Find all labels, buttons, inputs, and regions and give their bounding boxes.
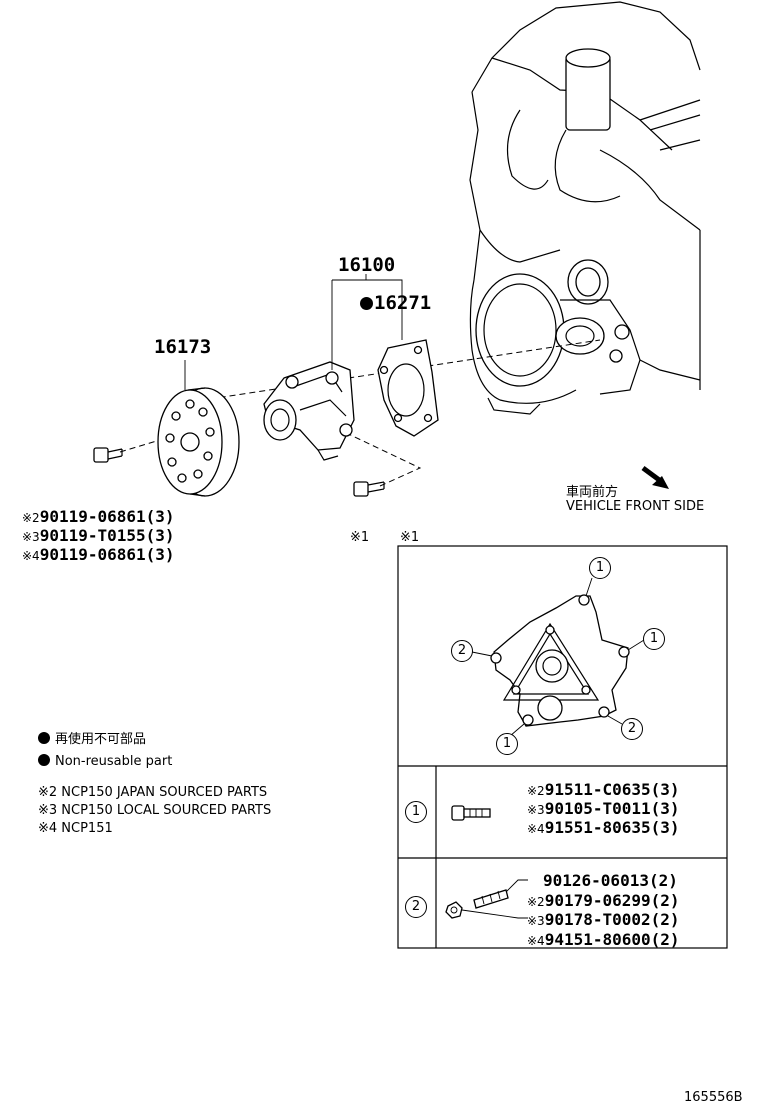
applicability-mark: ※2 <box>22 511 40 525</box>
bolt-centerline <box>119 439 161 453</box>
pulley-bolt-illustration <box>93 447 123 463</box>
applicability-mark: ※3 <box>527 914 545 928</box>
pulley-bolt-list: ※290119-06861(3) ※390119-T0155(3) ※49011… <box>22 508 175 565</box>
pulley-bolt-item[interactable]: ※390119-T0155(3) <box>22 527 175 546</box>
front-direction-arrow-icon <box>641 465 669 489</box>
marker-circle: 2 <box>451 640 473 662</box>
part-number: 90126-06013(2) <box>543 871 678 890</box>
callout-16271-label: 16271 <box>374 292 432 314</box>
nonreusable-dot-icon <box>38 732 50 744</box>
marker-circle: 2 <box>621 718 643 740</box>
row1-part-item[interactable]: ※291511-C0635(3) <box>527 781 680 800</box>
part-number: 91511-C0635(3) <box>544 780 680 799</box>
engine-block-illustration <box>469 1 701 415</box>
bolt2-centerline <box>339 429 422 487</box>
row2-leader-stud <box>505 879 528 893</box>
legend: 再使用不可部品 Non-reusable part <box>38 728 172 772</box>
legend-text: 再使用不可部品 <box>55 732 147 747</box>
pulley-bolt-item[interactable]: ※290119-06861(3) <box>22 508 175 527</box>
applicability-mark: ※4 <box>527 822 545 836</box>
figure-id: 165556B <box>684 1090 743 1105</box>
row2-part-item[interactable]: ※290179-06299(2) <box>527 890 680 912</box>
row2-part-item[interactable]: ※494151-80600(2) <box>527 929 680 951</box>
applicability-mark: ※2 <box>527 894 545 909</box>
direction-label-en: VEHICLE FRONT SIDE <box>566 499 705 514</box>
part-number: 90119-06861(3) <box>39 545 175 564</box>
row1-bolt-illustration <box>451 805 491 821</box>
gasket-illustration <box>377 339 439 437</box>
callout-leader-16100-right <box>366 279 403 340</box>
callout-16100[interactable]: 16100 <box>338 254 396 276</box>
part-number: 90178-T0002(2) <box>544 910 680 929</box>
row2-part-item[interactable]: ※390178-T0002(2) <box>527 910 680 931</box>
pulley-illustration <box>157 387 240 497</box>
part-number: 94151-80600(2) <box>544 929 680 949</box>
part-number: 90119-06861(3) <box>39 507 175 526</box>
note-item: ※4 NCP151 <box>38 821 113 836</box>
legend-text: Non-reusable part <box>55 754 173 769</box>
legend-nonreusable-jp: 再使用不可部品 <box>38 728 172 750</box>
ref-mark-bolt: ※1 <box>350 530 370 545</box>
marker-circle: 1 <box>643 628 665 650</box>
assembly-centerline <box>189 339 601 403</box>
part-number: 90179-06299(2) <box>544 890 680 910</box>
ref-mark-box: ※1 <box>400 530 420 545</box>
row2-leader-nut <box>461 909 528 919</box>
applicability-mark: ※2 <box>527 784 545 798</box>
applicability-mark: ※3 <box>527 803 545 817</box>
row1-part-list: ※291511-C0635(3) ※390105-T0011(3) ※49155… <box>527 781 680 838</box>
row2-part-item[interactable]: 90126-06013(2) <box>527 871 680 892</box>
applicability-mark: ※4 <box>527 933 545 948</box>
row2-part-list: 90126-06013(2) ※290179-06299(2) ※390178-… <box>527 871 680 951</box>
marker-circle: 1 <box>589 557 611 579</box>
nonreusable-dot-icon <box>360 297 373 310</box>
marker-circle: 1 <box>496 733 518 755</box>
callout-leader-16100-left <box>331 274 367 370</box>
row1-part-item[interactable]: ※390105-T0011(3) <box>527 800 680 819</box>
pump-bolt-illustration <box>353 481 385 497</box>
legend-nonreusable-en: Non-reusable part <box>38 750 172 772</box>
direction-label-jp: 車両前方 <box>566 485 619 500</box>
applicability-notes: ※2 NCP150 JAPAN SOURCED PARTS ※3 NCP150 … <box>38 784 271 838</box>
callout-16271[interactable]: 16271 <box>360 292 431 314</box>
applicability-mark: ※4 <box>22 549 40 563</box>
row2-nut-illustration <box>445 901 463 919</box>
callout-16173[interactable]: 16173 <box>154 336 212 358</box>
note-item: ※2 NCP150 JAPAN SOURCED PARTS <box>38 785 268 800</box>
row2-stud-illustration <box>473 889 509 909</box>
part-number: 91551-80635(3) <box>544 818 680 837</box>
note-item: ※3 NCP150 LOCAL SOURCED PARTS <box>38 803 272 818</box>
row1-key-circle: 1 <box>405 801 427 823</box>
water-pump-illustration <box>263 361 355 461</box>
row2-key-circle: 2 <box>405 896 427 918</box>
part-number: 90105-T0011(3) <box>544 799 680 818</box>
pulley-bolt-item[interactable]: ※490119-06861(3) <box>22 546 175 565</box>
nonreusable-dot-icon <box>38 754 50 766</box>
row1-part-item[interactable]: ※491551-80635(3) <box>527 819 680 838</box>
part-number: 90119-T0155(3) <box>39 526 175 545</box>
applicability-mark: ※3 <box>22 530 40 544</box>
